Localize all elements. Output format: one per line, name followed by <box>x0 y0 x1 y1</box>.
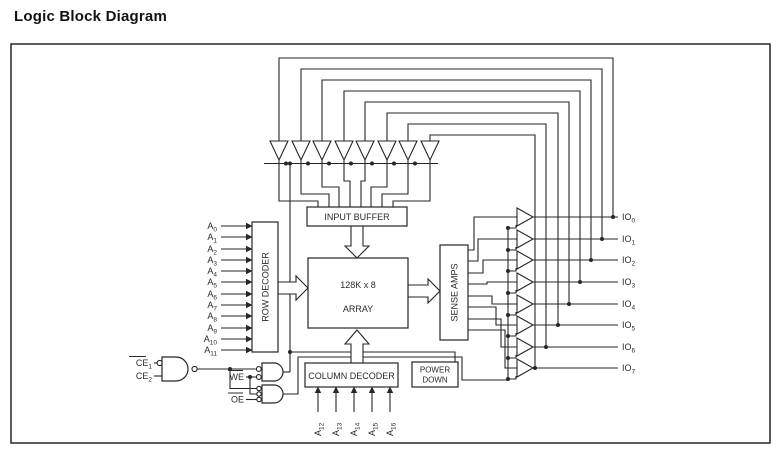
signal-a13: A13 <box>331 422 344 436</box>
signal-a16: A16 <box>385 422 398 436</box>
sense-amps-block <box>439 244 469 341</box>
write-enable-wires <box>283 163 508 395</box>
input-buffer-triangle-icon <box>334 140 354 162</box>
array-label: ARRAY <box>343 304 373 314</box>
signal-io0: IO0 <box>622 212 636 225</box>
write-path-loops <box>278 57 615 370</box>
column-decoder-to-array-arrow-icon <box>343 329 371 364</box>
write-and-gate-icon <box>261 362 284 382</box>
output-buffer-triangle-icon <box>516 229 535 249</box>
signal-ce2: CE2 <box>136 371 153 384</box>
inverter-bubble-icon <box>256 391 262 397</box>
array-to-sense-amps-arrow-icon <box>407 277 441 305</box>
signal-a6: A6 <box>207 289 217 302</box>
signal-oe: OE <box>231 395 244 405</box>
bus-arrows <box>277 225 441 364</box>
control-gates: CE1 CE2 WE OE <box>129 356 290 405</box>
signal-a10: A10 <box>204 334 218 347</box>
array-block <box>307 257 409 329</box>
signal-a4: A4 <box>207 266 217 279</box>
input-buffer-triangle-icon <box>355 140 375 162</box>
row-decoder-block <box>251 221 279 353</box>
input-buffer-triangle-icon <box>312 140 332 162</box>
signal-io2: IO2 <box>622 255 636 268</box>
inverter-bubble-icon <box>191 365 198 373</box>
signal-io3: IO3 <box>622 277 636 290</box>
power-down-label-line1: POWER <box>420 366 450 375</box>
signal-a1: A1 <box>207 232 217 245</box>
output-buffer-triangle-icon <box>516 315 535 335</box>
input-buffer-block <box>306 206 408 227</box>
input-buffer-to-array-arrow-icon <box>343 225 371 259</box>
input-buffer-triangle-icon <box>398 140 418 162</box>
signal-io1: IO1 <box>622 234 636 247</box>
input-buffer-triangle-icon <box>377 140 397 162</box>
output-buffer-triangle-icon <box>516 272 535 292</box>
column-decoder-block <box>304 362 399 388</box>
page-title: Logic Block Diagram <box>14 8 168 25</box>
inverter-bubble-icon <box>256 385 262 392</box>
signal-a8: A8 <box>207 311 217 324</box>
input-buffer-triangles <box>264 140 440 166</box>
row-decoder-to-array-arrow-icon <box>277 274 309 302</box>
signal-a2: A2 <box>207 244 217 257</box>
oe-and-gate-icon <box>261 384 284 404</box>
column-decoder-label: COLUMN DECODER <box>308 371 395 381</box>
signal-a14: A14 <box>349 422 362 436</box>
sense-amps-label: SENSE AMPS <box>450 263 460 321</box>
signal-a9: A9 <box>207 323 217 336</box>
signal-io4: IO4 <box>622 299 636 312</box>
output-buffer-triangle-icon <box>516 207 535 227</box>
inverter-bubble-icon <box>256 396 262 403</box>
output-buffer-triangle-icon <box>516 294 535 314</box>
signal-io6: IO6 <box>622 342 636 355</box>
sense-amp-routes <box>468 216 517 369</box>
signal-a12: A12 <box>313 422 326 436</box>
signal-a15: A15 <box>367 422 380 436</box>
signal-we: WE <box>230 372 245 382</box>
array-size-label: 128K x 8 <box>340 280 376 290</box>
input-buffer-triangle-icon <box>269 140 289 162</box>
io-output-buffers: IO0 IO1 IO2 IO3 IO4 IO5 IO6 IO7 <box>516 207 636 378</box>
input-buffer-triangle-icon <box>420 140 440 162</box>
inverter-bubble-icon <box>255 366 262 372</box>
blocks: INPUT BUFFER 128K x 8 ARRAY ROW DECODER … <box>251 206 469 388</box>
signal-a11: A11 <box>204 345 217 358</box>
row-address-inputs: A0 A1 A2 A3 A4 A5 A6 A7 A8 A9 A10 A11 <box>204 221 253 358</box>
signal-a5: A5 <box>207 277 217 290</box>
signal-io7: IO7 <box>622 363 636 376</box>
signal-ce1: CE1 <box>136 358 153 371</box>
output-buffer-triangle-icon <box>516 337 535 357</box>
inverter-bubble-icon <box>255 374 262 380</box>
signal-a0: A0 <box>207 221 217 234</box>
row-decoder-label: ROW DECODER <box>261 252 271 322</box>
signal-a7: A7 <box>207 300 217 313</box>
output-buffer-triangle-icon <box>516 358 535 378</box>
signal-io5: IO5 <box>622 320 636 333</box>
input-buffer-triangle-icon <box>291 140 311 162</box>
signal-a3: A3 <box>207 255 217 268</box>
power-down-label-line2: DOWN <box>422 376 448 385</box>
col-address-inputs: A12 A13 A14 A15 A16 <box>313 386 398 436</box>
power-down-block <box>411 361 459 388</box>
ce-and-gate-icon <box>161 356 189 382</box>
input-funnel-wires <box>278 163 431 207</box>
output-enable-line <box>506 225 517 381</box>
output-buffer-triangle-icon <box>516 250 535 270</box>
input-buffer-label: INPUT BUFFER <box>324 212 390 222</box>
